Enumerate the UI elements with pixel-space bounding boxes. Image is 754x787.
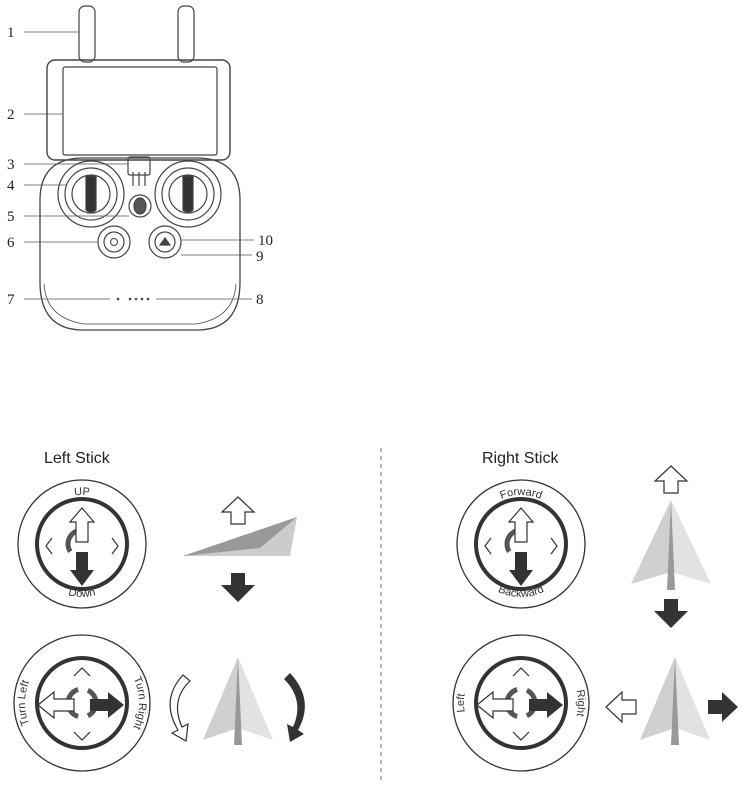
callout-8: 8 [256,292,264,308]
chevron-right-icon [112,538,118,554]
aircraft-top [640,657,675,740]
callout-leaders [24,32,254,299]
left-up-label: UP [74,486,91,499]
svg-text:Right: Right [574,689,587,718]
controller-body [40,158,240,330]
chevron-left-icon [485,538,491,554]
roll-illustration [606,657,738,745]
chevron-up-icon [74,668,90,676]
down-arrow-icon [654,599,688,628]
svg-text:Turn Left: Turn Left [16,679,32,728]
up-arrow-icon [70,508,94,542]
power-button-ring [98,226,130,258]
pitch-illustration [631,466,711,628]
altitude-illustration [183,497,297,602]
up-arrow-icon [509,508,533,542]
rotate-left-arrow-icon [170,675,190,741]
display-frame [47,60,230,160]
right-roll-dial [453,635,589,771]
left-arrow-icon [606,692,636,722]
turn-right-label: Turn Right [131,675,148,732]
battery-leds [117,298,150,301]
svg-text:UP: UP [74,486,91,499]
display-screen [63,67,217,155]
up-arrow-icon [655,466,687,493]
left-stick-title: Left Stick [44,450,111,467]
left-yaw-dial [14,635,150,771]
chevron-right-icon [551,538,557,554]
right-stick-title: Right Stick [482,450,559,467]
power-icon [111,239,118,246]
callout-4: 4 [7,178,15,194]
yaw-illustration [170,657,305,745]
aircraft-top [203,657,238,740]
svg-text:Down: Down [67,586,96,600]
callout-9: 9 [256,249,264,265]
callout-5: 5 [7,209,15,225]
remote-controller [40,6,240,330]
callout-10: 10 [258,233,273,249]
down-arrow-icon [70,552,94,586]
callout-7: 7 [7,292,15,308]
right-arrow-icon [708,692,738,722]
left-label: Left [455,693,468,713]
turn-left-label: Turn Left [16,679,32,728]
left-antenna [79,6,95,62]
down-arrow-icon [509,552,533,586]
chevron-down-icon [513,732,529,740]
chevron-left-icon [46,538,52,554]
chevron-down-icon [74,732,90,740]
down-arrow-icon [221,573,255,602]
left-down-label: Down [67,586,96,600]
callout-2: 2 [7,107,15,123]
callout-6: 6 [7,235,15,251]
callout-3: 3 [7,157,15,173]
rotate-right-arrow-icon [284,673,305,742]
home-icon [160,238,170,245]
svg-text:Turn Right: Turn Right [131,675,148,732]
right-antenna [178,6,194,62]
aircraft-forward [631,500,671,584]
svg-text:Left: Left [455,693,468,713]
right-stick [183,176,193,212]
chevron-up-icon [513,668,529,676]
left-stick [86,176,96,212]
up-arrow-icon [222,497,254,524]
callout-1: 1 [7,25,15,41]
right-label: Right [574,689,587,718]
